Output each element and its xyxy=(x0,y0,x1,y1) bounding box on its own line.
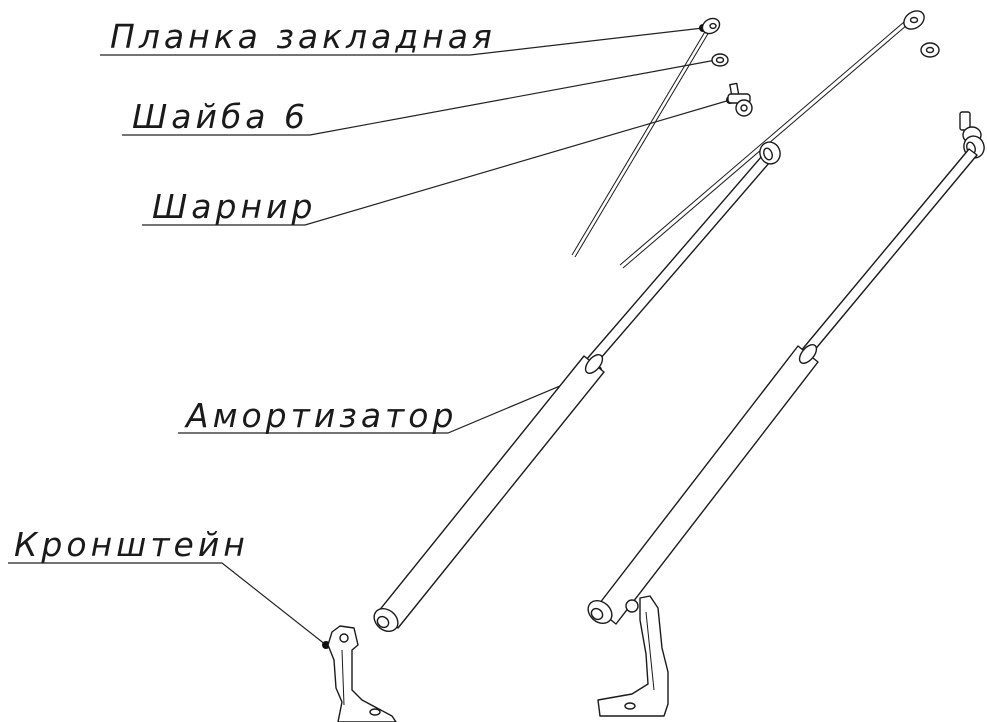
leader-line-sharnir xyxy=(142,99,731,226)
leader-line-planka xyxy=(100,27,704,56)
mounting-plate-right xyxy=(619,10,925,269)
washer-right xyxy=(920,42,940,58)
bracket-left xyxy=(327,625,397,722)
callout-shaiba-6: Шайба 6 xyxy=(122,56,720,136)
leader-line-kronshtein xyxy=(8,562,327,646)
bracket-right xyxy=(597,595,669,717)
gas-strut-right xyxy=(587,111,985,625)
callout-planka-zakladnaya: Планка закладная xyxy=(100,17,707,56)
gas-strut-left xyxy=(373,141,781,633)
washer-left xyxy=(711,53,729,67)
label-planka-zakladnaya: Планка закладная xyxy=(110,17,496,56)
callout-sharnir: Шарнир xyxy=(142,96,734,226)
mounting-plate-left xyxy=(571,17,721,258)
callout-kronshtein: Кронштейн xyxy=(8,525,330,649)
ball-joint-left xyxy=(727,82,753,117)
leader-line-shaiba xyxy=(122,59,717,136)
label-amortizator: Амортизатор xyxy=(184,396,457,435)
label-shaiba-6: Шайба 6 xyxy=(132,97,309,136)
callout-amortizator: Амортизатор xyxy=(178,366,602,435)
label-kronshtein: Кронштейн xyxy=(14,525,249,564)
leader-line-amortizator xyxy=(178,369,599,434)
label-sharnir: Шарнир xyxy=(152,187,316,226)
